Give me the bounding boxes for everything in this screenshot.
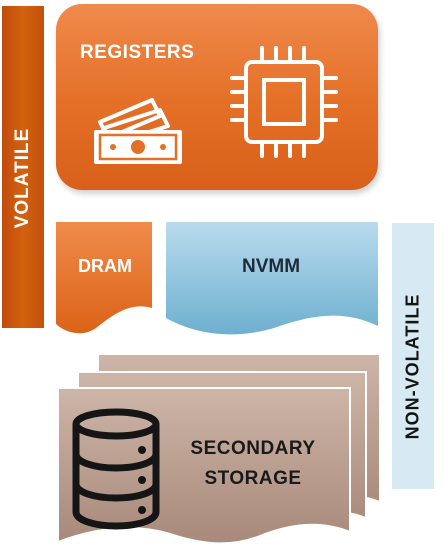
dram-block [56, 222, 152, 334]
secondary-storage-line2: STORAGE [204, 468, 302, 489]
non-volatile-bar [392, 223, 434, 489]
non-volatile-label: NON-VOLATILE [402, 293, 423, 440]
dram-label: DRAM [78, 256, 132, 276]
secondary-storage-line1: SECONDARY [190, 438, 316, 459]
nvmm-label: NVMM [241, 256, 301, 277]
secondary-storage-label: SECONDARY STORAGE [168, 434, 338, 494]
registers-label: REGISTERS [80, 42, 195, 63]
database-icon [72, 408, 160, 530]
volatile-bar [2, 6, 44, 328]
volatile-label: VOLATILE [12, 127, 33, 229]
nvmm-block [166, 222, 378, 335]
money-icon [94, 98, 182, 164]
secondary-storage-block [57, 353, 381, 545]
cpu-chip-icon [230, 46, 338, 158]
